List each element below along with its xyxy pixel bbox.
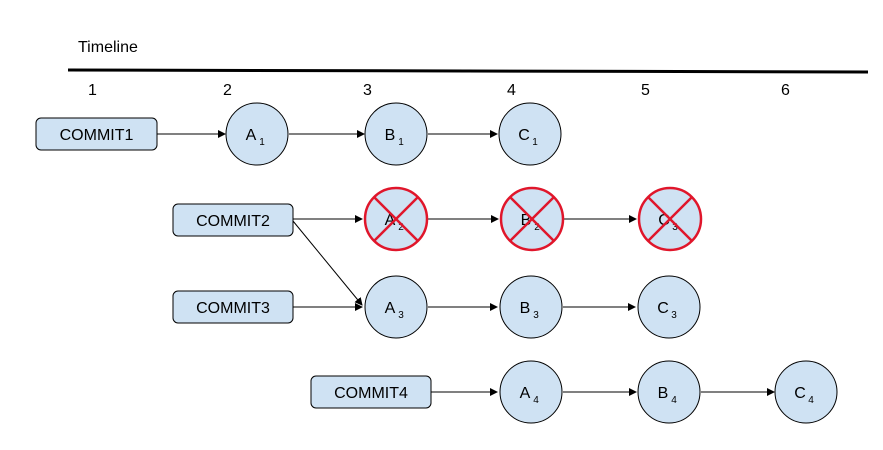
tick-label-4: 4 xyxy=(507,82,516,99)
node-c3-crossed-subscript: 3 xyxy=(672,222,678,233)
node-c3-letter: C xyxy=(657,300,669,317)
node-a2-cross-mark xyxy=(363,186,429,252)
timeline-axis xyxy=(67,68,869,74)
node-c4-subscript: 4 xyxy=(808,395,814,406)
node-b2-cross-mark xyxy=(499,186,565,252)
node-b1-letter: B xyxy=(385,127,396,144)
commit-box-3 xyxy=(172,290,294,324)
node-a2-letter: A xyxy=(385,212,396,229)
commit-box-2 xyxy=(172,203,294,237)
commit-box-1 xyxy=(35,117,158,151)
node-b2-subscript: 2 xyxy=(534,222,540,233)
commit-label-2: COMMIT2 xyxy=(196,213,270,230)
node-a1-subscript: 1 xyxy=(259,137,265,148)
node-c4 xyxy=(774,360,838,424)
commit-box-4 xyxy=(310,375,432,409)
node-c4-letter: C xyxy=(794,385,806,402)
commit-label-3: COMMIT3 xyxy=(196,300,270,317)
node-c3 xyxy=(637,275,701,339)
tick-label-2: 2 xyxy=(223,82,232,99)
node-a3-letter: A xyxy=(385,300,396,317)
node-b3-subscript: 3 xyxy=(533,310,539,321)
commit-row-2: COMMIT2 A 2 B 2 C 3 xyxy=(172,186,703,306)
node-b3 xyxy=(499,275,563,339)
node-b4 xyxy=(637,360,701,424)
commit-row-1: COMMIT1 A 1 B 1 C 1 xyxy=(35,102,562,166)
node-c3-subscript: 3 xyxy=(671,310,677,321)
node-a2-subscript: 2 xyxy=(398,222,404,233)
timeline-title: Timeline xyxy=(78,39,138,56)
node-a4 xyxy=(499,360,563,424)
node-c1-letter: C xyxy=(518,127,530,144)
node-c1 xyxy=(498,102,562,166)
node-b2-letter: B xyxy=(521,212,532,229)
node-a1 xyxy=(225,102,289,166)
tick-label-5: 5 xyxy=(641,82,650,99)
tick-label-3: 3 xyxy=(363,82,372,99)
node-a1-letter: A xyxy=(246,127,257,144)
node-a4-letter: A xyxy=(520,385,531,402)
node-a4-subscript: 4 xyxy=(533,395,539,406)
node-c3-cross-mark xyxy=(637,186,703,252)
commit-label-1: COMMIT1 xyxy=(60,127,134,144)
tick-label-6: 6 xyxy=(781,82,790,99)
edge-commit2-a3 xyxy=(292,220,363,306)
node-c1-subscript: 1 xyxy=(532,137,538,148)
node-b4-letter: B xyxy=(658,385,669,402)
tick-label-1: 1 xyxy=(88,82,97,99)
node-a3 xyxy=(364,275,428,339)
commit-row-4: COMMIT4 A 4 B 4 C 4 xyxy=(310,360,838,424)
node-c3-crossed-letter: C xyxy=(658,212,670,229)
node-a3-subscript: 3 xyxy=(398,310,404,321)
node-b3-letter: B xyxy=(520,300,531,317)
commit-row-3: COMMIT3 A 3 B 3 C 3 xyxy=(172,275,701,339)
node-b1 xyxy=(364,102,428,166)
node-b4-subscript: 4 xyxy=(671,395,677,406)
node-b1-subscript: 1 xyxy=(398,137,404,148)
commit-label-4: COMMIT4 xyxy=(334,385,408,402)
